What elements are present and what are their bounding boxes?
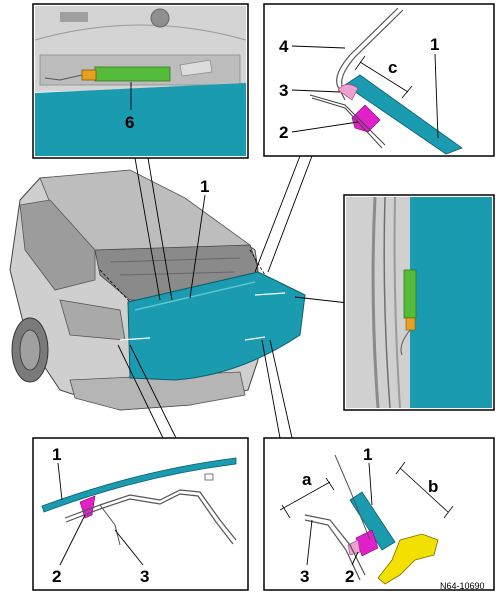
sensor-strip-icon	[403, 269, 417, 319]
tr-label-2: 2	[279, 123, 288, 142]
detail-top-right: c 1 4 3 2	[254, 3, 495, 273]
br-dim-b: b	[428, 477, 438, 496]
mr-connector-icon	[405, 317, 416, 331]
detail-bottom-left: 1 2 3	[32, 344, 249, 591]
br-yellow-bracket	[377, 533, 439, 585]
tr-dim-c: c	[388, 58, 397, 77]
tr-glass	[344, 74, 463, 155]
top-left-glass	[35, 83, 246, 156]
tr-label-4: 4	[279, 37, 289, 56]
main-label-1: 1	[200, 177, 209, 196]
detail-top-left: 6	[32, 3, 249, 301]
mr-glass	[410, 197, 492, 408]
br-label-1: 1	[363, 445, 372, 464]
br-label-3: 3	[300, 567, 309, 586]
rain-sensor-strip	[94, 66, 171, 82]
tl-label-6: 6	[125, 113, 134, 132]
br-pink-clip	[347, 539, 361, 556]
reference-code: N64-10690	[440, 581, 485, 591]
tr-pink-clip	[337, 84, 359, 101]
connector-icon	[81, 69, 97, 81]
detail-bottom-right: a b 1 2 3	[261, 339, 495, 591]
main-car-view: 1 5	[9, 169, 406, 411]
side-window	[19, 199, 96, 291]
bumper	[69, 371, 246, 411]
detail-mid-right	[343, 194, 495, 411]
bl-glass	[41, 457, 237, 513]
bl-label-2: 2	[52, 567, 61, 586]
br-label-2: 2	[345, 567, 354, 586]
bl-label-3: 3	[140, 567, 149, 586]
tr-label-1: 1	[430, 35, 439, 54]
br-dim-a: a	[302, 470, 312, 489]
bl-label-1: 1	[52, 445, 61, 464]
tr-label-3: 3	[279, 81, 288, 100]
tr-magenta-profile	[351, 104, 381, 133]
